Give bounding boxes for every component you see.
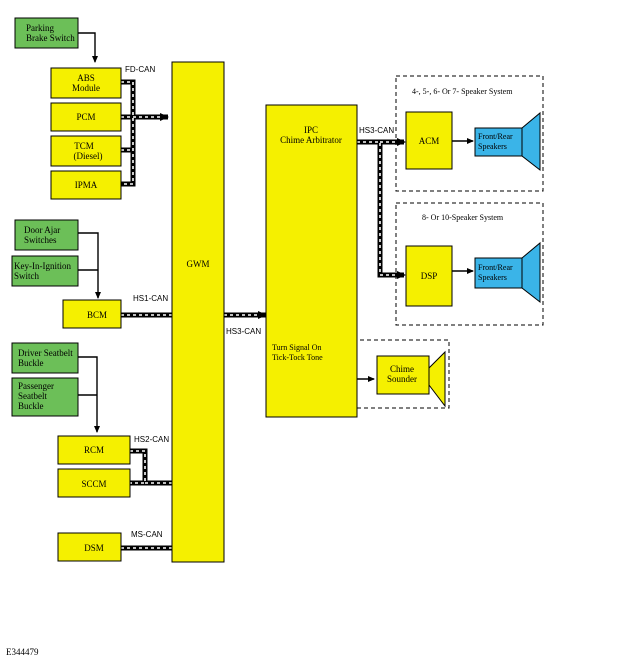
- door-ajar-label-1: Door Ajar: [24, 225, 60, 235]
- tcm-box: TCM (Diesel): [50, 135, 122, 167]
- bus-labels: FD-CAN HS1-CAN HS2-CAN MS-CAN HS3-CAN HS…: [125, 65, 394, 539]
- passenger-seatbelt-buckle-box: Passenger Seatbelt Buckle: [11, 377, 79, 417]
- turn-signal-label-2: Tick-Tock Tone: [272, 353, 323, 362]
- speaker-system-1-group: [395, 75, 544, 192]
- pcm-label: PCM: [76, 112, 95, 122]
- key-in-ignition-label-1: Key-In-Ignition: [14, 261, 71, 271]
- pcm-box: PCM: [50, 102, 122, 132]
- turn-signal-label-1: Turn Signal On: [272, 343, 322, 352]
- abs-label-1: ABS: [77, 73, 95, 83]
- dsm-box: DSM: [57, 532, 122, 562]
- ipma-label: IPMA: [75, 180, 98, 190]
- speaker-wires: [452, 138, 474, 274]
- module-boxes: ABS Module PCM TCM (Diesel) IPMA BCM RCM…: [50, 61, 453, 563]
- speaker-2-label-1: Front/Rear: [478, 263, 513, 272]
- door-ajar-label-2: Switches: [24, 235, 57, 245]
- passenger-seatbelt-label-3: Buckle: [18, 401, 44, 411]
- ipc-label-2: Chime Arbitrator: [280, 135, 342, 145]
- input-boxes: Parking Brake Switch Door Ajar Switches …: [11, 17, 79, 417]
- tcm-label-2: (Diesel): [74, 151, 103, 161]
- sccm-label: SCCM: [81, 479, 106, 489]
- parking-brake-label-1: Parking: [26, 23, 54, 33]
- front-rear-speakers-1: Front/Rear Speakers: [474, 111, 541, 172]
- group-labels: 4-, 5-, 6- Or 7- Speaker System 8- Or 10…: [272, 87, 513, 362]
- ipc-label-1: IPC: [304, 125, 318, 135]
- dsp-box: DSP: [405, 245, 453, 307]
- passenger-seatbelt-label-2: Seatbelt: [18, 391, 47, 401]
- rcm-label: RCM: [84, 445, 104, 455]
- bcm-label: BCM: [87, 310, 107, 320]
- dsp-label: DSP: [421, 271, 438, 281]
- key-in-ignition-label-2: Switch: [14, 271, 40, 281]
- hs3-can-gwm-label: HS3-CAN: [226, 327, 261, 336]
- abs-label-2: Module: [72, 83, 100, 93]
- chime-sounder-label-2: Sounder: [387, 374, 417, 384]
- sccm-box: SCCM: [57, 468, 131, 498]
- speakers: Front/Rear Speakers Front/Rear Speakers: [474, 111, 541, 304]
- abs-module-box: ABS Module: [50, 67, 122, 99]
- speaker-system-1-label: 4-, 5-, 6- Or 7- Speaker System: [412, 87, 513, 96]
- gwm-label: GWM: [187, 259, 210, 269]
- acm-box: ACM: [405, 111, 453, 170]
- bcm-box: BCM: [62, 299, 122, 329]
- ms-can-label: MS-CAN: [131, 530, 163, 539]
- speaker-system-2-label: 8- Or 10-Speaker System: [422, 213, 504, 222]
- chime-sounder-box: Chime Sounder: [376, 350, 446, 408]
- hs2-can-label: HS2-CAN: [134, 435, 169, 444]
- driver-seatbelt-buckle-box: Driver Seatbelt Buckle: [11, 342, 79, 374]
- gwm-box: GWM: [171, 61, 225, 563]
- speaker-1-label-2: Speakers: [478, 142, 507, 151]
- parking-brake-label-2: Brake Switch: [26, 33, 75, 43]
- chime-sounder-label-1: Chime: [390, 364, 414, 374]
- ipc-box: IPC Chime Arbitrator: [265, 104, 358, 418]
- driver-seatbelt-label-2: Buckle: [18, 358, 44, 368]
- fd-can-label: FD-CAN: [125, 65, 155, 74]
- passenger-seatbelt-label-1: Passenger: [18, 381, 54, 391]
- dsm-label: DSM: [84, 543, 104, 553]
- parking-brake-switch-box: Parking Brake Switch: [14, 17, 79, 49]
- driver-seatbelt-label-1: Driver Seatbelt: [18, 348, 73, 358]
- door-ajar-switches-box: Door Ajar Switches: [14, 219, 79, 251]
- can-bus-lines: [121, 79, 406, 551]
- rcm-box: RCM: [57, 435, 131, 465]
- acm-label: ACM: [419, 136, 440, 146]
- key-in-ignition-switch-box: Key-In-Ignition Switch: [11, 255, 79, 287]
- ipma-box: IPMA: [50, 170, 122, 200]
- front-rear-speakers-2: Front/Rear Speakers: [474, 241, 541, 304]
- hs1-can-label: HS1-CAN: [133, 294, 168, 303]
- hs3-can-ipc-label: HS3-CAN: [359, 126, 394, 135]
- speaker-system-2-group: [395, 202, 544, 326]
- figure-id: E344479: [6, 647, 39, 657]
- speaker-1-label-1: Front/Rear: [478, 132, 513, 141]
- tcm-label-1: TCM: [74, 141, 94, 151]
- speaker-2-label-2: Speakers: [478, 273, 507, 282]
